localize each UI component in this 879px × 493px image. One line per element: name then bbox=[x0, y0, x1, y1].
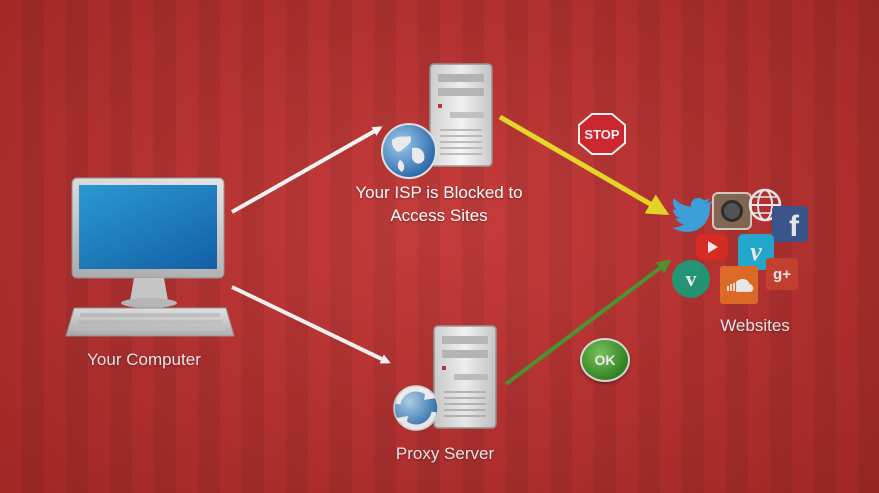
proxy-server-label: Proxy Server bbox=[395, 444, 495, 463]
soundcloud-icon bbox=[720, 266, 758, 304]
vine-icon: v bbox=[672, 260, 710, 298]
globe-icon bbox=[381, 123, 437, 179]
ok-label: OK bbox=[594, 352, 616, 368]
twitter-icon bbox=[672, 197, 712, 232]
websites-icon-cluster: f v v g+ bbox=[668, 188, 814, 306]
refresh-globe-icon bbox=[393, 385, 439, 431]
your-computer-label: Your Computer bbox=[87, 350, 201, 369]
arrow-proxy-to-websites-allowed bbox=[504, 259, 672, 386]
stop-sign: STOP bbox=[578, 113, 626, 155]
server-tower-icon bbox=[429, 63, 493, 167]
websites-label: Websites bbox=[720, 316, 790, 335]
ok-button: OK bbox=[580, 338, 630, 382]
arrow-computer-to-isp bbox=[231, 126, 383, 214]
proxy-server-tower-icon bbox=[433, 325, 497, 429]
google-plus-icon: g+ bbox=[766, 258, 798, 290]
arrow-isp-to-websites-blocked bbox=[498, 114, 670, 216]
isp-label-line1: Your ISP is Blocked to bbox=[355, 183, 523, 202]
desktop-computer-icon bbox=[65, 177, 235, 337]
isp-label-line2: Access Sites bbox=[390, 206, 488, 225]
arrow-computer-to-proxy bbox=[231, 285, 391, 364]
facebook-icon: f bbox=[772, 206, 808, 243]
youtube-icon bbox=[696, 234, 728, 260]
instagram-icon bbox=[712, 192, 752, 230]
stop-label: STOP bbox=[584, 126, 620, 142]
stop-octagon-icon bbox=[578, 113, 626, 155]
